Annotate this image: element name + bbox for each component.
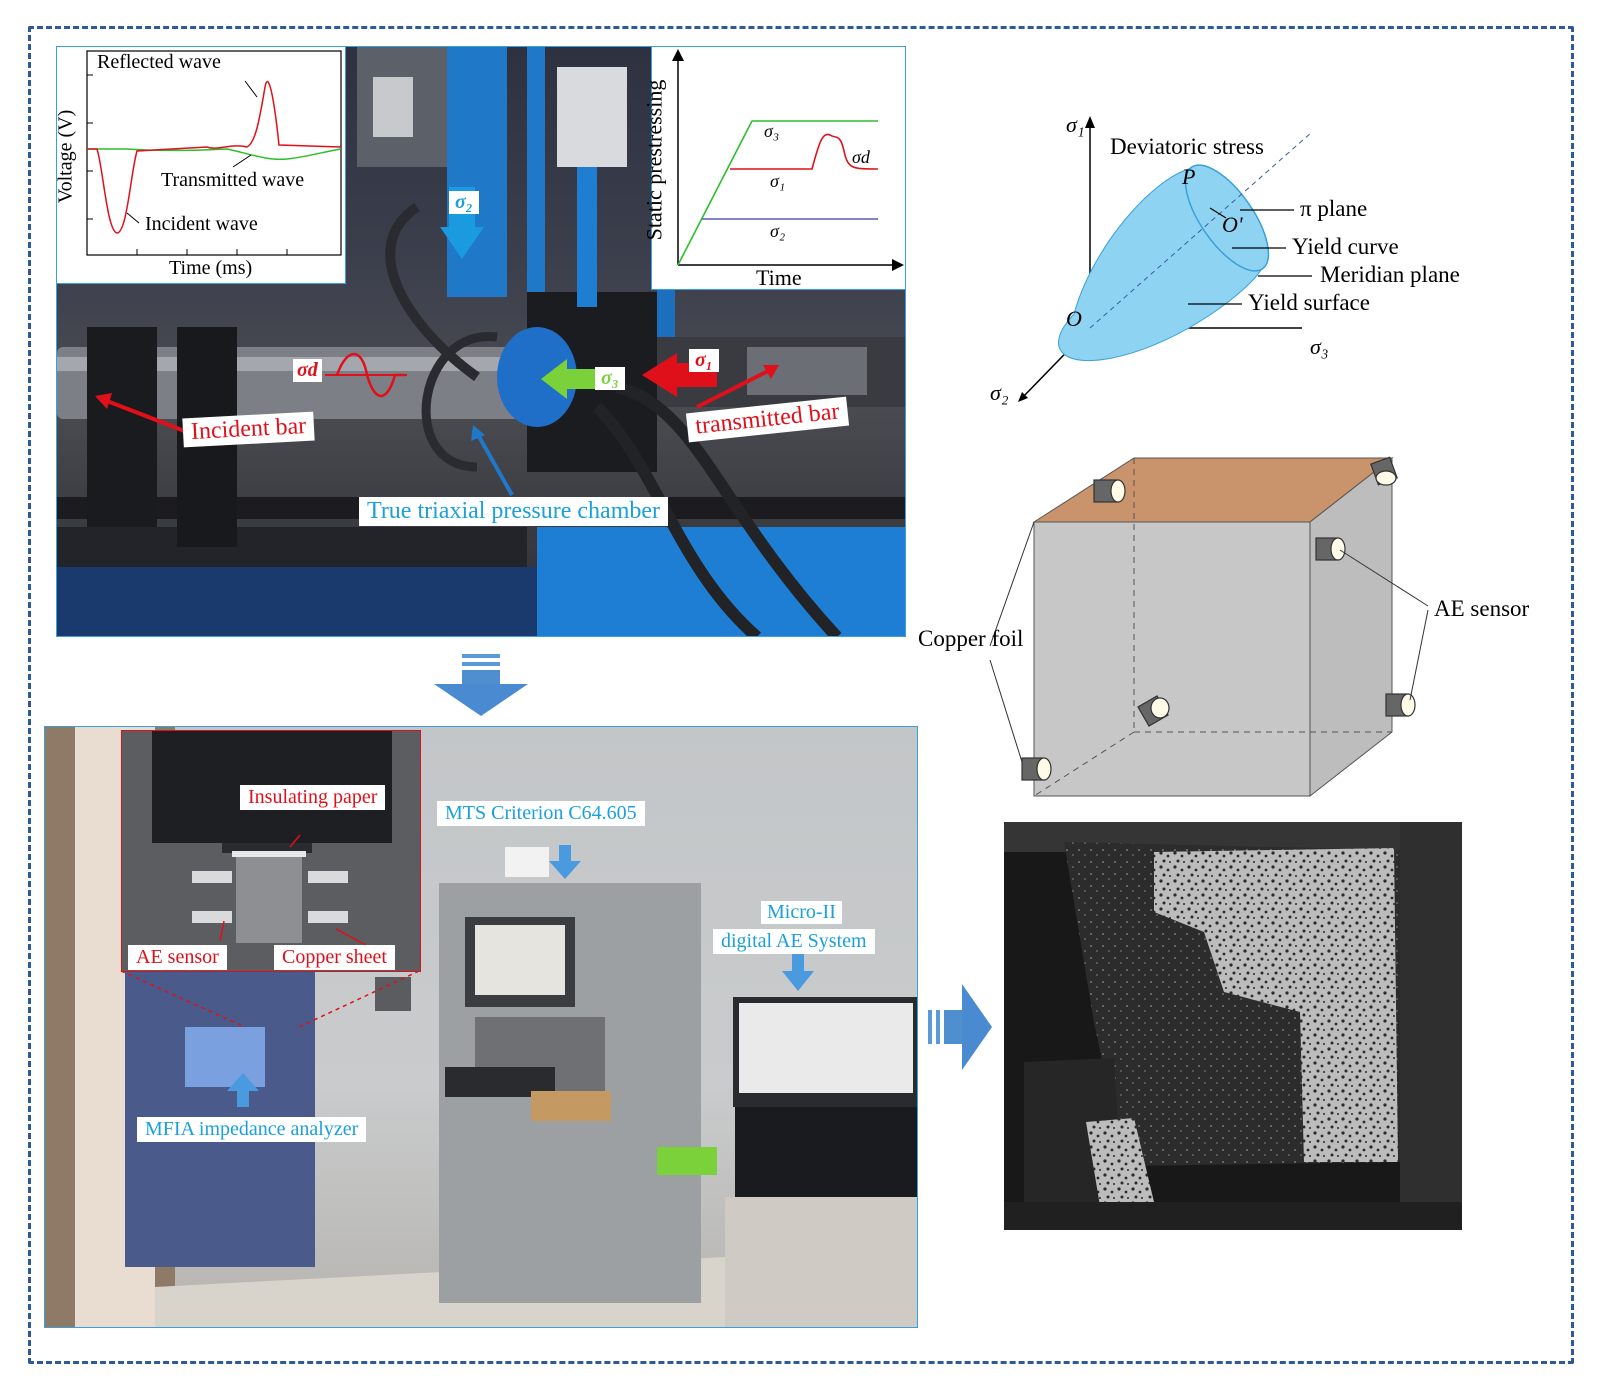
copper-foil-label: Copper foil — [918, 626, 1024, 651]
micro-ii-label-line2: digital AE System — [713, 929, 875, 954]
yield-sigma2: σ₂ — [990, 380, 1009, 405]
dashed-frame — [28, 26, 1574, 1364]
point-p-label: P — [1182, 164, 1196, 189]
prestress-sigma3: σ₃ — [764, 121, 780, 141]
reflected-wave-label: Reflected wave — [97, 51, 221, 73]
prestress-plot — [672, 49, 904, 271]
point-o-prime-label: O' — [1222, 212, 1243, 237]
prestress-inset: Static prestressing Time σ₃ σ₁ σ₂ σd — [641, 47, 905, 290]
dic-speckle-image — [1004, 822, 1462, 1230]
cube-sensor-diagram: Copper foil AE sensor — [916, 446, 1556, 808]
yield-surface-label: Yield surface — [1248, 290, 1370, 315]
time-axis-label: Time — [756, 265, 802, 290]
pi-plane-label: π plane — [1300, 196, 1368, 221]
yield-sigma1: σ₁ — [1066, 112, 1085, 137]
prestress-sigma-d: σd — [852, 147, 870, 167]
sigma3-label: σ₃ — [595, 367, 625, 390]
transmitted-wave-label: Transmitted wave — [161, 169, 305, 191]
voltage-axis-label: Voltage (V) — [56, 109, 77, 204]
origin-o-label: O — [1066, 306, 1082, 331]
down-arrow-icon — [434, 654, 528, 716]
wave-inset: Reflected wave Transmitted wave Incident… — [57, 47, 346, 284]
yield-curve-label: Yield curve — [1292, 234, 1399, 259]
cube-drawing — [989, 456, 1429, 798]
prestress-sigma1: σ₁ — [770, 171, 786, 191]
specimen-drawing — [152, 731, 392, 946]
pressure-chamber-label: True triaxial pressure chamber — [359, 497, 669, 526]
shpb-apparatus-photo: Reflected wave Transmitted wave Incident… — [56, 46, 906, 637]
ae-sensor-inset-label: AE sensor — [128, 945, 227, 970]
prestress-sigma2: σ₂ — [770, 221, 786, 241]
static-prestressing-axis-label: Static prestressing — [641, 79, 667, 241]
mfia-label: MFIA impedance analyzer — [137, 1117, 367, 1142]
ae-sensor-cube-label: AE sensor — [1434, 596, 1530, 621]
speckle-drawing — [1004, 822, 1462, 1230]
incident-wave-label: Incident wave — [145, 213, 258, 235]
sigma1-label: σ₁ — [689, 349, 719, 372]
deviatoric-stress-label: Deviatoric stress — [1110, 134, 1264, 159]
micro-ii-label-line1: Micro-II — [761, 901, 842, 924]
meridian-plane-label: Meridian plane — [1320, 262, 1460, 287]
mts-label: MTS Criterion C64.605 — [437, 801, 645, 826]
time-ms-axis-label: Time (ms) — [169, 257, 253, 279]
copper-sheet-label: Copper sheet — [274, 945, 395, 970]
yield-surface-diagram: σ₁ σ₂ σ₃ Deviatoric stress P O' O π plan… — [982, 108, 1482, 408]
insulating-paper-label: Insulating paper — [240, 785, 386, 810]
sigma2-label: σ₂ — [449, 191, 479, 214]
yield-sigma3: σ₃ — [1310, 334, 1329, 359]
sigma-d-label: σd — [293, 359, 322, 382]
specimen-inset: Insulating paper AE sensor Copper sheet — [121, 730, 421, 972]
yield-surface-drawing — [1018, 116, 1313, 402]
right-arrow-icon — [928, 984, 992, 1070]
lab-room-photo: Insulating paper AE sensor Copper sheet … — [44, 726, 918, 1328]
wave-plot — [86, 50, 342, 256]
